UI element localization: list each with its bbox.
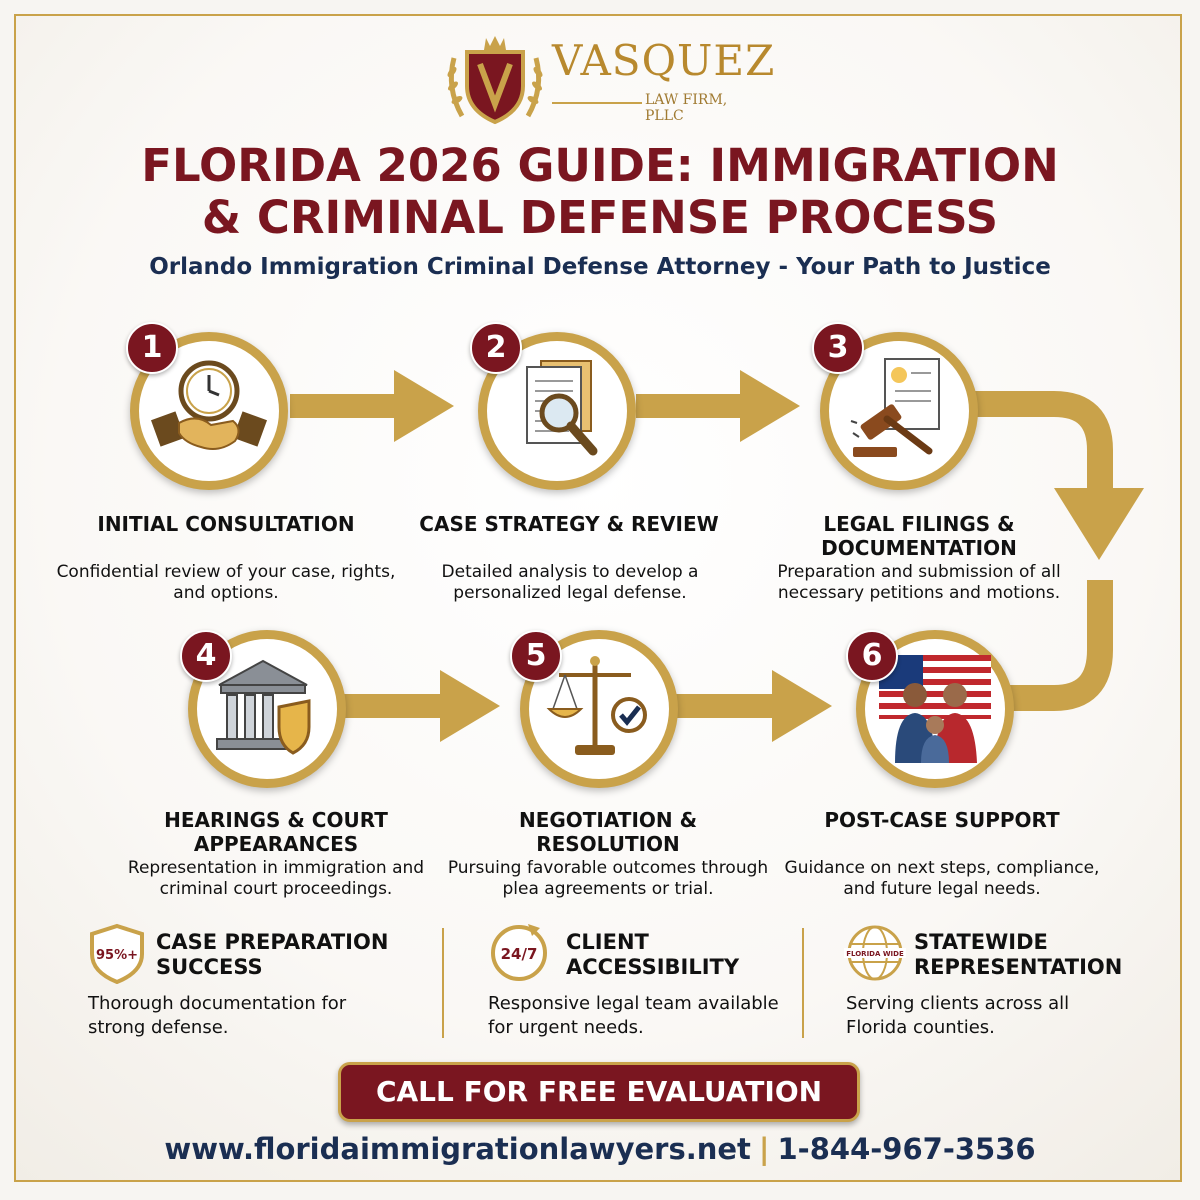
- globe-badge-label: FLORIDA WIDE: [846, 950, 904, 958]
- step-6-description: Guidance on next steps, compliance, and …: [784, 858, 1100, 899]
- arrow-step4-to-5: [336, 670, 500, 742]
- arrow-step5-to-6: [668, 670, 832, 742]
- page-subtitle: Orlando Immigration Criminal Defense Att…: [149, 254, 1051, 280]
- step-5-circle: [520, 630, 678, 788]
- arrow-step3-down-to-6: [974, 391, 1144, 711]
- step-2-title: CASE STRATEGY & REVIEW: [419, 512, 719, 536]
- feature-1-title: CASE PREPARATION SUCCESS: [156, 930, 389, 979]
- page-frame: [14, 14, 1182, 1182]
- footer-separator: |: [758, 1132, 770, 1166]
- logo-name: VASQUEZ: [552, 36, 776, 85]
- contact-footer: www.floridaimmigrationlawyers.net|1-844-…: [0, 1132, 1200, 1166]
- arrow-step1-to-2: [290, 370, 454, 442]
- clock-badge-label: 24/7: [501, 945, 538, 963]
- page-title-line-2: & CRIMINAL DEFENSE PROCESS: [201, 191, 999, 244]
- step-2-description: Detailed analysis to develop a personali…: [441, 562, 699, 603]
- crest-icon: [447, 36, 543, 125]
- free-evaluation-button[interactable]: CALL FOR FREE EVALUATION: [338, 1062, 860, 1122]
- step-4-number: 4: [180, 630, 232, 682]
- step-4-title: HEARINGS & COURT APPEARANCES: [164, 808, 388, 856]
- family-flag-icon: [879, 655, 991, 763]
- feature-3-description: Serving clients across all Florida count…: [846, 993, 1070, 1038]
- step-5-description: Pursuing favorable outcomes through plea…: [447, 858, 769, 899]
- shield-badge-icon: 95%+: [90, 923, 144, 984]
- document-magnifier-icon: [526, 360, 598, 456]
- arrow-step2-to-3: [636, 370, 800, 442]
- step-2-number: 2: [470, 322, 522, 374]
- website-link[interactable]: www.floridaimmigrationlawyers.net: [164, 1132, 751, 1166]
- step-5-number: 5: [510, 630, 562, 682]
- step-1-number: 1: [126, 322, 178, 374]
- handshake-clock-icon: [150, 360, 268, 450]
- step-4-description: Representation in immigration and crimin…: [127, 858, 425, 899]
- step-6-title: POST-CASE SUPPORT: [824, 808, 1060, 832]
- step-6-number: 6: [846, 630, 898, 682]
- feature-2-description: Responsive legal team available for urge…: [488, 993, 779, 1038]
- step-3-description: Preparation and submission of all necess…: [777, 562, 1061, 603]
- clock-24-7-icon: 24/7: [491, 924, 547, 981]
- step-5-title: NEGOTIATION & RESOLUTION: [518, 808, 698, 856]
- step-3-title: LEGAL FILINGS & DOCUMENTATION: [821, 512, 1017, 560]
- step-3-number: 3: [812, 322, 864, 374]
- scales-check-icon: [546, 656, 647, 755]
- page-title-line-1: FLORIDA 2026 GUIDE: IMMIGRATION: [141, 139, 1059, 192]
- step-3-circle: [820, 332, 978, 490]
- step-1-description: Confidential review of your case, rights…: [56, 562, 396, 603]
- gavel-document-icon: [850, 358, 940, 457]
- feature-2-title: CLIENT ACCESSIBILITY: [566, 930, 740, 979]
- step-6-circle: [856, 630, 1014, 788]
- shield-badge-label: 95%+: [96, 948, 138, 963]
- feature-divider: [442, 928, 444, 1038]
- feature-divider: [802, 928, 804, 1038]
- globe-icon: FLORIDA WIDE: [844, 925, 906, 981]
- feature-1-description: Thorough documentation for strong defens…: [88, 993, 347, 1038]
- logo-rule: [552, 102, 642, 104]
- logo-subtitle: LAW FIRM, PLLC: [645, 92, 728, 124]
- feature-3-title: STATEWIDE REPRESENTATION: [914, 930, 1123, 979]
- firm-logo: VASQUEZ LAW FIRM, PLLC: [440, 28, 774, 128]
- step-1-title: INITIAL CONSULTATION: [97, 512, 355, 536]
- phone-link[interactable]: 1-844-967-3536: [777, 1132, 1036, 1166]
- courthouse-shield-icon: [216, 659, 311, 755]
